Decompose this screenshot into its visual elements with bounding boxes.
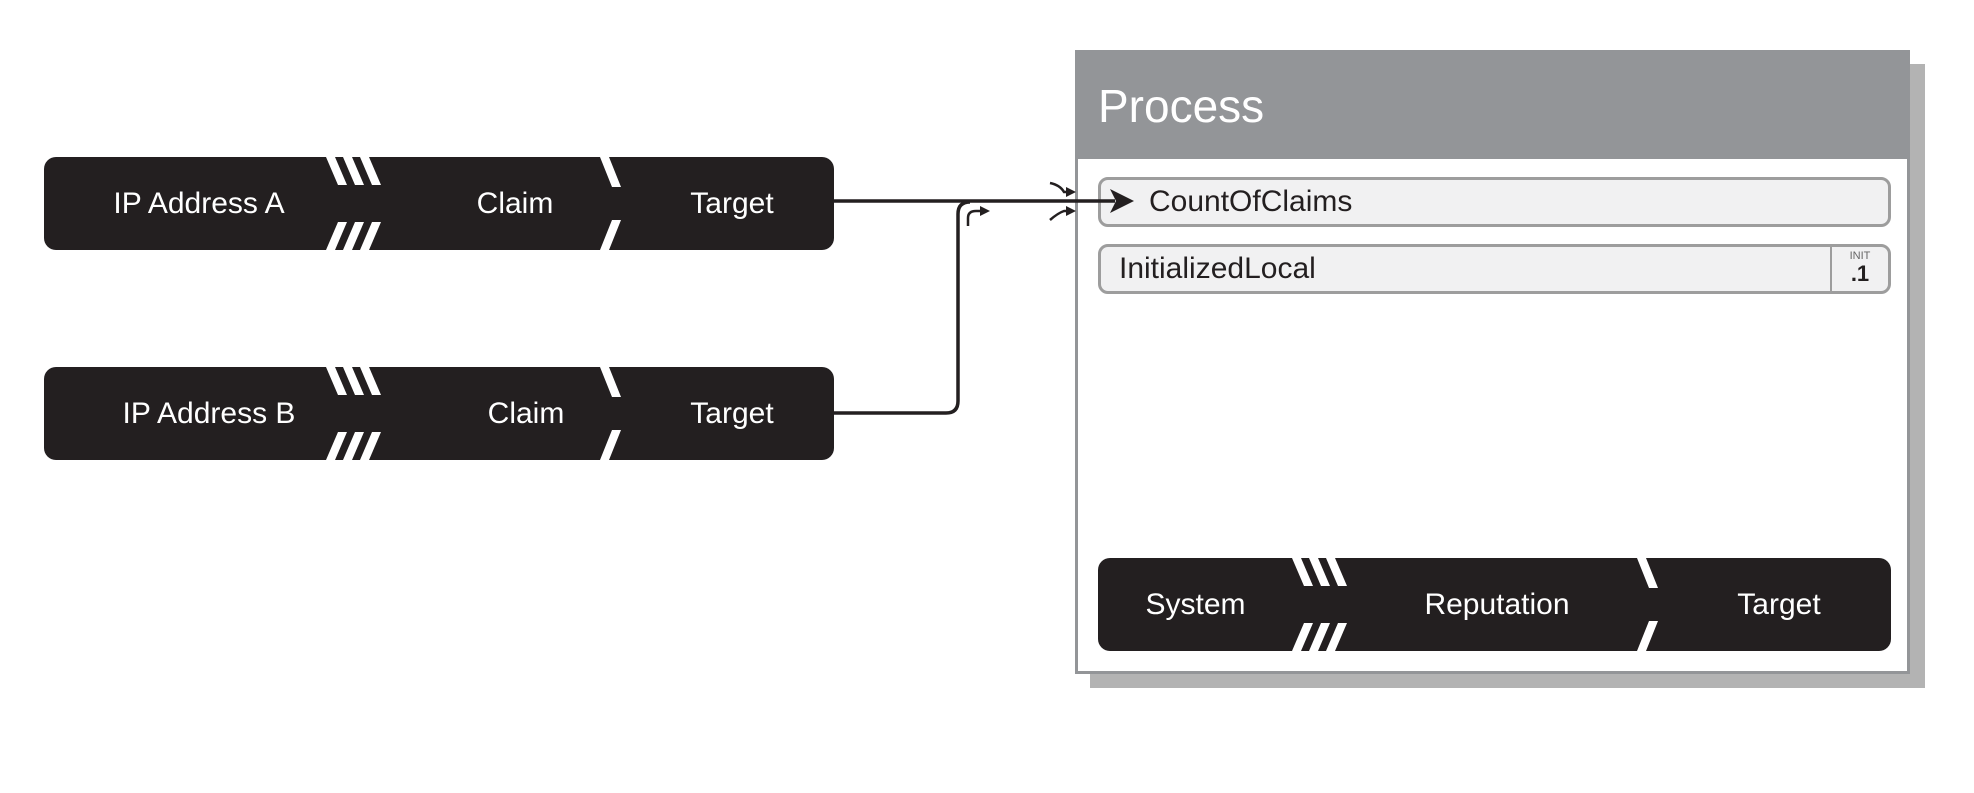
- bend-arrow-icon: [966, 209, 984, 226]
- single-separator-icon: [600, 367, 621, 460]
- node-segment-reputation: Reputation: [1424, 587, 1570, 621]
- source-node-ip-address-b[interactable]: IP Address B Claim Target: [44, 367, 834, 460]
- single-separator-icon: [1637, 558, 1658, 651]
- triple-separator-icon: [326, 367, 381, 460]
- node-segment-target: Target: [1737, 587, 1821, 621]
- field-label: CountOfClaims: [1149, 185, 1353, 218]
- process-block[interactable]: Process CountOfClaims InitializedLocal I…: [1075, 50, 1910, 674]
- output-node-system-reputation[interactable]: System Reputation Target: [1098, 558, 1891, 651]
- wire-b-to-count: [834, 200, 971, 415]
- node-segment-claim: Claim: [487, 396, 565, 430]
- merge-arrow-icon: [1049, 209, 1072, 221]
- init-label: INIT: [1849, 250, 1871, 262]
- node-segment-claim: Claim: [476, 186, 554, 220]
- init-value: .1: [1850, 261, 1870, 286]
- process-title: Process: [1078, 53, 1907, 159]
- arrowhead-icon: [1110, 189, 1134, 213]
- node-segment-system: System: [1145, 587, 1246, 621]
- triple-separator-icon: [326, 157, 381, 250]
- node-segment-ip-address: IP Address B: [122, 396, 296, 430]
- field-label: InitializedLocal: [1119, 252, 1316, 285]
- process-field-count-of-claims[interactable]: CountOfClaims: [1098, 177, 1891, 227]
- single-separator-icon: [600, 157, 621, 250]
- triple-separator-icon: [1292, 558, 1347, 651]
- node-segment-target: Target: [690, 396, 774, 430]
- process-field-initialized-local[interactable]: InitializedLocal INIT .1: [1098, 244, 1891, 294]
- source-node-ip-address-a[interactable]: IP Address A Claim Target: [44, 157, 834, 250]
- init-value-box: INIT .1: [1830, 247, 1888, 291]
- merge-arrow-icon: [1049, 181, 1072, 194]
- node-segment-ip-address: IP Address A: [113, 186, 285, 220]
- node-segment-target: Target: [690, 186, 774, 220]
